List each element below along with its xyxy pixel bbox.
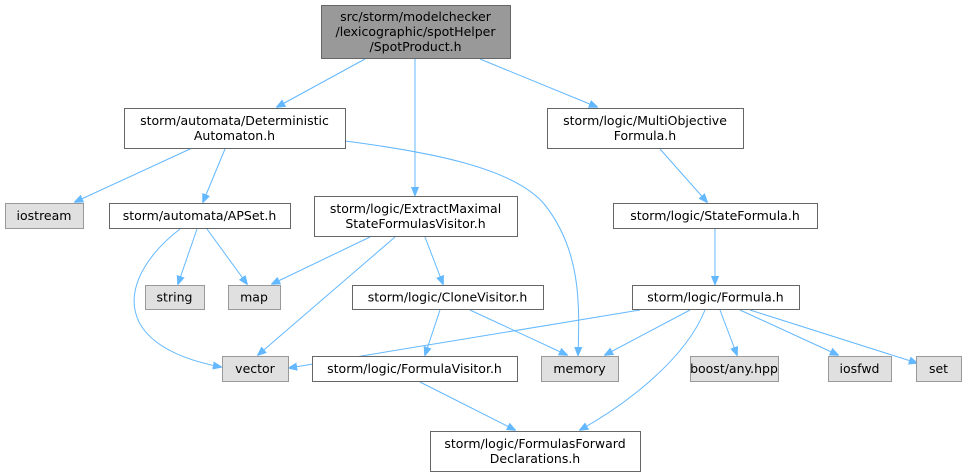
node-box [109,203,291,229]
edge-formula-iosfwd [739,309,838,355]
edge-clone-visitor-formula-visitor [425,309,441,355]
node-string[interactable]: string [145,285,205,310]
node-label: iosfwd [840,361,880,376]
edge-clone-visitor-memory [469,309,567,355]
node-label: /lexicographic/spotHelper [335,24,496,39]
edge-multi-objective-state-formula [659,148,707,202]
node-label: storm/automata/Deterministic [140,113,329,128]
node-label: string [157,290,193,305]
node-label: storm/logic/Formula.h [647,290,783,305]
edge-apset-map [206,228,247,284]
node-label: map [240,290,268,305]
node-label: memory [553,361,606,376]
node-box [124,108,346,149]
node-label: storm/logic/MultiObjective [563,113,727,128]
edges [75,58,917,430]
edge-root-det-automaton [277,58,366,107]
node-label: vector [235,361,276,376]
node-box [314,196,518,237]
edge-det-automaton-memory [344,140,579,355]
node-label: boost/any.hpp [690,361,778,376]
node-apset[interactable]: storm/automata/APSet.h [109,203,291,229]
node-label: iostream [17,208,72,223]
node-box [541,356,619,382]
node-forward-decl[interactable]: storm/logic/FormulasForwardDeclarations.… [430,431,641,472]
node-label: /SpotProduct.h [370,39,462,54]
node-label: storm/logic/StateFormula.h [630,208,800,223]
edge-formula-forward-decl [580,309,706,430]
node-label: Automaton.h [194,128,275,143]
node-label: storm/logic/FormulaVisitor.h [327,361,502,376]
edge-det-automaton-apset [203,148,226,202]
node-label: Formula.h [614,128,676,143]
node-root[interactable]: src/storm/modelchecker/lexicographic/spo… [321,5,511,59]
node-box [352,285,544,310]
node-label: storm/logic/ExtractMaximal [330,201,501,216]
edge-det-automaton-iostream [75,148,191,202]
node-formula[interactable]: storm/logic/Formula.h [632,285,800,310]
edge-formula-visitor-forward-decl [419,381,515,430]
node-label: src/storm/modelchecker [340,9,492,24]
node-box [430,431,641,472]
node-label: set [929,361,948,376]
node-formula-visitor[interactable]: storm/logic/FormulaVisitor.h [312,356,518,382]
node-box [222,356,289,382]
node-memory[interactable]: memory [541,356,619,382]
edge-extract-visitor-vector [258,236,396,355]
node-box [547,108,744,149]
node-label: StateFormulasVisitor.h [345,216,485,231]
node-state-formula[interactable]: storm/logic/StateFormula.h [613,203,818,229]
edge-formula-memory [605,309,691,355]
edge-apset-vector [133,228,221,367]
node-box [5,203,84,229]
node-set[interactable]: set [916,356,962,382]
node-map[interactable]: map [228,285,281,310]
node-boost-any[interactable]: boost/any.hpp [690,356,779,382]
node-box [228,285,281,310]
node-box [613,203,818,229]
edge-apset-string [178,228,198,284]
edge-root-multi-objective [479,58,597,107]
node-iosfwd[interactable]: iosfwd [828,356,892,382]
edge-formula-set [749,309,917,363]
node-label: storm/logic/CloneVisitor.h [368,290,528,305]
edge-extract-visitor-map [272,236,371,284]
nodes: src/storm/modelchecker/lexicographic/spo… [5,5,962,472]
node-box [312,356,518,382]
node-clone-visitor[interactable]: storm/logic/CloneVisitor.h [352,285,544,310]
node-box [632,285,800,310]
node-vector[interactable]: vector [222,356,289,382]
node-box [828,356,892,382]
node-box [690,356,779,382]
node-box [145,285,205,310]
node-box [916,356,962,382]
edge-formula-boost-any [719,309,737,355]
edge-extract-visitor-clone-visitor [424,236,443,284]
node-box [321,5,511,59]
node-label: storm/automata/APSet.h [123,208,277,223]
node-label: Declarations.h [490,451,580,466]
node-extract-visitor[interactable]: storm/logic/ExtractMaximalStateFormulasV… [314,196,518,237]
node-label: storm/logic/FormulasForward [444,436,625,451]
node-iostream[interactable]: iostream [5,203,84,229]
